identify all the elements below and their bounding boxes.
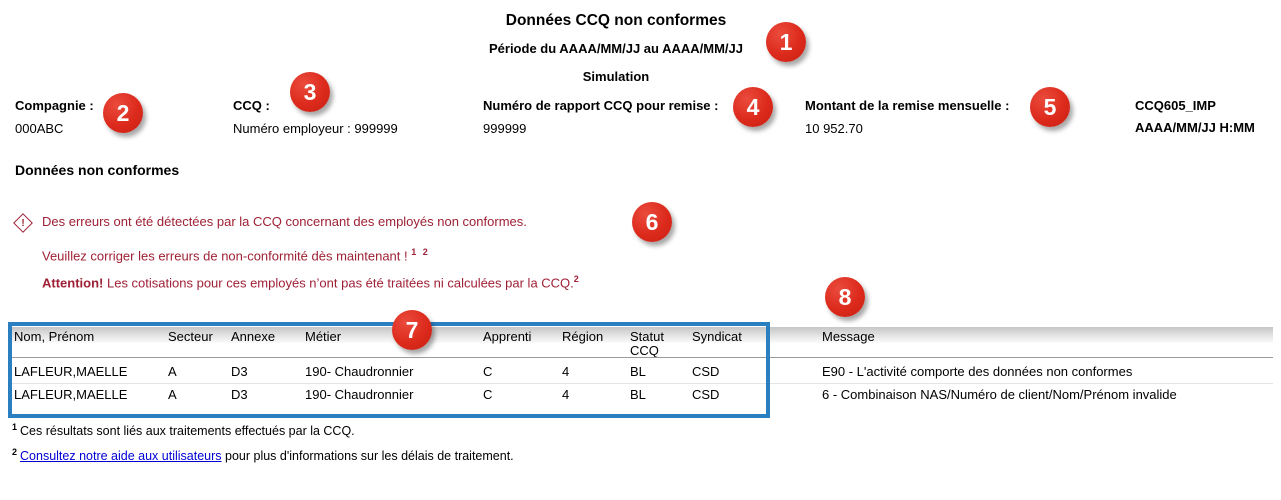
cell-syndicat: CSD (692, 387, 720, 402)
callout-badge-7: 7 (392, 310, 432, 350)
table-row: LAFLEUR,MAELLE A D3 190- Chaudronnier C … (14, 365, 1269, 379)
col-header-nom-prenom: Nom, Prénom (14, 329, 95, 344)
compagnie-value: 000ABC (15, 121, 64, 136)
footnote-2-marker: 2 (12, 447, 18, 457)
footnote-2-text: pour plus d'informations sur les délais … (221, 449, 514, 464)
callout-badge-2: 2 (103, 93, 143, 133)
col-header-metier: Métier (305, 329, 342, 344)
compagnie-label: Compagnie : (15, 98, 94, 113)
col-header-statut-ccq: Statut CCQ (630, 329, 664, 358)
callout-badge-1: 1 (766, 22, 806, 62)
error-icon-glyph: ! (21, 217, 25, 229)
cell-metier: 190- Chaudronnier (305, 387, 414, 402)
report-datetime: AAAA/MM/JJ H:MM (1135, 120, 1255, 135)
montant-label: Montant de la remise mensuelle : (805, 98, 1010, 113)
callout-badge-6: 6 (632, 202, 672, 242)
table-header-separator (8, 357, 1273, 358)
cell-nom-prenom: LAFLEUR,MAELLE (14, 387, 128, 402)
col-header-annexe: Annexe (231, 329, 276, 344)
col-header-message: Message (822, 329, 875, 344)
callout-badge-3: 3 (290, 72, 330, 112)
cell-statut-ccq: BL (630, 364, 646, 379)
section-heading: Données non conformes (15, 162, 180, 178)
cell-message: E90 - L'activité comporte des données no… (822, 364, 1133, 379)
cell-message: 6 - Combinaison NAS/Numéro de client/Nom… (822, 387, 1177, 402)
cell-nom-prenom: LAFLEUR,MAELLE (14, 364, 128, 379)
rapport-label: Numéro de rapport CCQ pour remise : (483, 98, 719, 113)
montant-value: 10 952.70 (805, 121, 863, 136)
cell-annexe: D3 (231, 364, 248, 379)
cell-statut-ccq: BL (630, 387, 646, 402)
alert-line-1: Des erreurs ont été détectées par la CCQ… (42, 214, 527, 229)
report-period: Période du AAAA/MM/JJ au AAAA/MM/JJ (488, 41, 743, 56)
cell-region: 4 (562, 387, 570, 402)
help-link[interactable]: Consultez notre aide aux utilisateurs (20, 449, 222, 464)
alert-line-3-text: Les cotisations pour ces employés n’ont … (103, 275, 574, 291)
error-diamond-icon: ! (13, 213, 33, 233)
cell-syndicat: CSD (692, 364, 720, 379)
report-title: Données CCQ non conformes (505, 12, 727, 29)
rapport-value: 999999 (483, 121, 527, 136)
col-header-region: Région (562, 329, 604, 344)
alert-line-2: Veuillez corriger les erreurs de non-con… (42, 247, 430, 263)
cell-metier: 190- Chaudronnier (305, 364, 414, 379)
col-header-syndicat: Syndicat (692, 329, 742, 344)
col-header-secteur: Secteur (168, 329, 213, 344)
ccq-value: Numéro employeur : 999999 (233, 121, 398, 136)
alert-line-2-footnote-refs: 1 2 (411, 247, 430, 257)
table-header-row: Nom, Prénom Secteur Annexe Métier Appren… (14, 330, 1269, 358)
table-row-separator (8, 383, 1273, 384)
table-row: LAFLEUR,MAELLE A D3 190- Chaudronnier C … (14, 388, 1269, 402)
cell-apprenti: C (483, 364, 493, 379)
callout-badge-8: 8 (825, 277, 865, 317)
col-header-apprenti: Apprenti (483, 329, 532, 344)
cell-region: 4 (562, 364, 570, 379)
cell-apprenti: C (483, 387, 493, 402)
cell-secteur: A (168, 364, 177, 379)
report-mode: Simulation (582, 69, 650, 84)
callout-badge-5: 5 (1030, 87, 1070, 127)
alert-line-2-text: Veuillez corriger les erreurs de non-con… (42, 248, 408, 264)
footnote-1-text: Ces résultats sont liés aux traitements … (20, 424, 355, 439)
cell-annexe: D3 (231, 387, 248, 402)
ccq-label: CCQ : (233, 98, 270, 113)
alert-line-3-footnote-ref: 2 (573, 274, 581, 284)
footnote-1-marker: 1 (12, 422, 18, 432)
cell-secteur: A (168, 387, 177, 402)
callout-badge-4: 4 (733, 87, 773, 127)
report-code: CCQ605_IMP (1135, 98, 1216, 113)
alert-attention-label: Attention! (42, 275, 104, 291)
table-header-band (12, 327, 1273, 343)
alert-line-3: Attention! Les cotisations pour ces empl… (42, 274, 581, 290)
